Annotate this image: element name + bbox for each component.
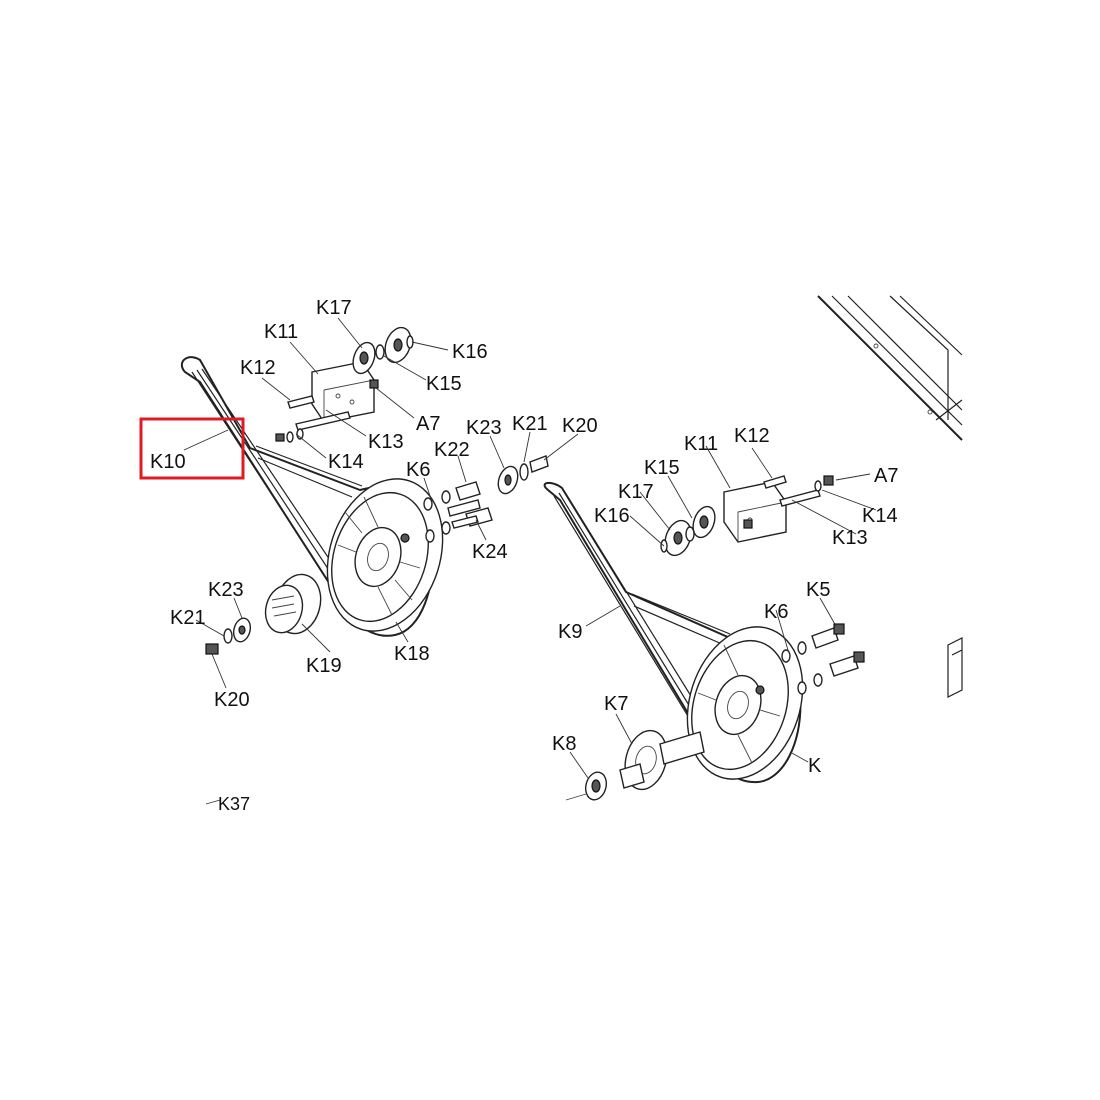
label-k8: K8 [552, 733, 576, 755]
label-k37: K37 [218, 794, 250, 814]
label-k: K [808, 755, 822, 777]
label-k12: K12 [240, 357, 276, 379]
label-k21-top: K21 [512, 413, 548, 435]
label-k20-bottom: K20 [214, 689, 250, 711]
label-k7: K7 [604, 693, 628, 715]
label-k16-right: K16 [594, 505, 630, 527]
label-k9: K9 [558, 621, 582, 643]
right-flange-k7 [565, 729, 705, 801]
labels-right: K12 K11 K15 A7 K17 K16 K14 K13 K5 K6 K9 … [552, 425, 898, 777]
label-k23-top: K23 [466, 417, 502, 439]
label-k15: K15 [426, 373, 462, 395]
label-k22: K22 [434, 439, 470, 461]
left-pulley-k18 [326, 478, 444, 632]
label-k20-top: K20 [562, 415, 598, 437]
label-k12-right: K12 [734, 425, 770, 447]
highlight-box [139, 417, 245, 480]
label-k5-right: K5 [806, 579, 830, 601]
label-k23-bottom: K23 [208, 579, 244, 601]
machine-frame [817, 295, 963, 698]
label-k14: K14 [328, 451, 364, 473]
label-k13-right: K13 [832, 527, 868, 549]
label-k17-right: K17 [618, 481, 654, 503]
highlight-k10: K10 [139, 417, 245, 480]
label-k15-right: K15 [644, 457, 680, 479]
label-k17: K17 [316, 297, 352, 319]
label-k6-left: K6 [406, 459, 430, 481]
label-a7: A7 [416, 413, 440, 435]
leader-lines [183, 317, 877, 805]
label-a7-right: A7 [874, 465, 898, 487]
label-k18: K18 [394, 643, 430, 665]
labels-left: K17 K11 K16 K12 K15 A7 K13 K14 K23 K21 K… [170, 297, 598, 814]
label-k16: K16 [452, 341, 488, 363]
label-k13: K13 [368, 431, 404, 453]
label-k19: K19 [306, 655, 342, 677]
label-k11-right: K11 [684, 433, 718, 455]
label-k10: K10 [150, 451, 186, 473]
label-k14-right: K14 [862, 505, 898, 527]
right-hub-parts [781, 623, 865, 695]
left-flange-k19 [205, 573, 322, 655]
label-k21-bottom: K21 [170, 607, 206, 629]
right-pulley [686, 626, 804, 780]
left-bracket-k11 [275, 326, 414, 443]
label-k11: K11 [264, 321, 298, 343]
right-bracket-k11 [660, 475, 834, 557]
label-k24: K24 [472, 541, 508, 563]
label-k6-right: K6 [764, 601, 788, 623]
left-hub-parts [423, 455, 549, 543]
